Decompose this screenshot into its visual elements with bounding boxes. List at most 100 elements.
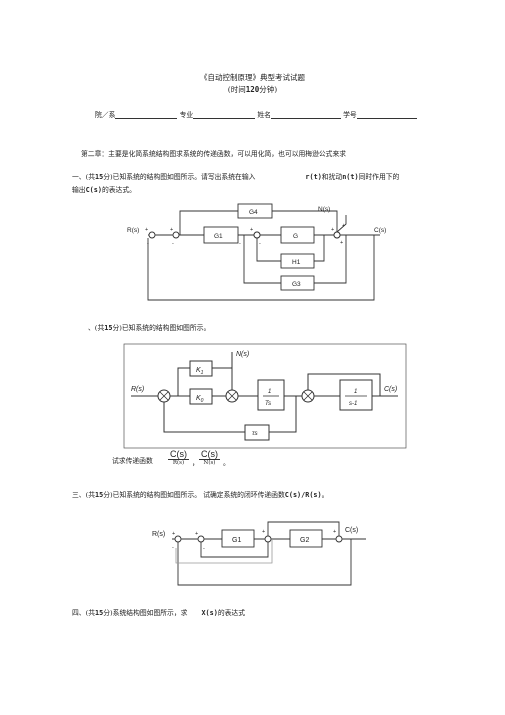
q2-output-label: C(s) xyxy=(384,386,397,393)
major-field xyxy=(193,110,256,119)
duration-suffix: 分钟) xyxy=(259,85,278,94)
q3-points: 15 xyxy=(95,491,104,499)
q2-block-ts xyxy=(257,379,285,411)
q1-output-label: C(s) xyxy=(374,227,386,234)
q2-end: 。 xyxy=(223,459,230,467)
q2-frac1-den: R(s) xyxy=(172,460,185,466)
q1-input-label: R(s) xyxy=(127,227,139,234)
q2-line1: 、(共15分)已知系统的结构图如图所示。 xyxy=(88,322,210,332)
q2-g2-num: 1 xyxy=(354,389,357,395)
q1-sign: + xyxy=(170,227,173,233)
q3-output-label: C(s) xyxy=(345,527,358,534)
q1-text-d: 输出 xyxy=(72,186,86,194)
q1-text-a: 分)已知系统的结构图如图所示。请写出系统在输入 xyxy=(103,173,256,181)
q2-ask-text: 试求传递函数 xyxy=(112,457,153,465)
q3-end: 。 xyxy=(321,491,329,499)
q2-g2-den: s-1 xyxy=(349,401,357,407)
q3-sign: + xyxy=(195,531,198,537)
q1-sign: + xyxy=(342,223,345,229)
q2-input-label: R(s) xyxy=(131,386,144,393)
q1-sign: - xyxy=(147,241,149,247)
exam-duration: (时间120分钟) xyxy=(0,84,505,95)
q4-symbol: X(s) xyxy=(201,609,218,617)
duration-value: 120 xyxy=(245,85,260,94)
q1-g1-text: G1 xyxy=(214,233,223,240)
q1-g3-text: G3 xyxy=(292,281,301,288)
exam-title: 《自动控制原理》典型考试试题 xyxy=(200,73,305,82)
q2-dist-label: N(s) xyxy=(236,351,249,358)
chapter-heading: 第二章：主要是化简系统结构图求系统的传递函数，可以用化简，也可以用梅逊公式来求 xyxy=(81,150,347,158)
q1-prefix: 一、(共 xyxy=(72,173,96,181)
q3-tf: C(s)/R(s) xyxy=(284,491,322,499)
q4-points: 15 xyxy=(95,609,104,617)
q1-text-c: 同时作用下的 xyxy=(358,173,400,181)
q3-text: 分)已知系统的结构图如图所示。 试确定系统的闭环传递函数 xyxy=(103,491,285,499)
info-line: 院／系 专业 姓名 学号 xyxy=(95,109,417,119)
q1-sum-1b xyxy=(172,231,180,239)
q2-g1-den: Ts xyxy=(265,401,271,407)
q3-sum-4 xyxy=(335,535,343,543)
q2-taus-label: τs xyxy=(252,430,258,437)
q3-sign: + xyxy=(262,529,265,535)
q3-input-label: R(s) xyxy=(152,531,165,538)
dept-field xyxy=(115,110,178,119)
q2-fraction-2: C(s) N(s) xyxy=(199,449,220,466)
q1-sign: - xyxy=(172,241,174,247)
q4-end: 的表达式 xyxy=(217,609,246,617)
q1-input-symbol: r(t) xyxy=(305,173,322,181)
q2-block-s1 xyxy=(339,379,373,411)
q2-fraction-1: C(s) R(s) xyxy=(168,449,189,466)
name-label: 姓名 xyxy=(257,111,271,119)
q3-sum-3 xyxy=(264,535,272,543)
q3-sign: + xyxy=(333,529,336,535)
q1-g-text: G xyxy=(293,233,298,240)
q1-sign: + xyxy=(250,227,253,233)
q1-sign: + xyxy=(145,227,148,233)
q1-text-b: 和扰动 xyxy=(321,173,343,181)
q2-frac1-num: C(s) xyxy=(168,449,189,460)
dept-label: 院／系 xyxy=(95,111,116,119)
id-field xyxy=(356,110,417,119)
q3-sum-2 xyxy=(197,535,205,543)
q2-prefix: 、(共 xyxy=(88,324,105,332)
q2-separator: ， xyxy=(192,459,199,467)
q2-text: 分)已知系统的结构图如图所示。 xyxy=(112,324,211,332)
q2-ask: 试求传递函数 xyxy=(112,455,153,465)
q1-text-e: 的表达式。 xyxy=(101,186,136,194)
q3-line: 三、(共15分)已知系统的结构图如图所示。 试确定系统的闭环传递函数C(s)/R… xyxy=(72,489,328,499)
q3-prefix: 三、(共 xyxy=(72,491,96,499)
q1-h1-text: H1 xyxy=(292,259,301,266)
q3-block-g1 xyxy=(221,529,255,548)
q4-prefix: 四、(共 xyxy=(72,609,96,617)
q1-line2: 输出C(s)的表达式。 xyxy=(72,184,136,194)
q1-sum-1 xyxy=(148,231,156,239)
q1-dist-label: N(s) xyxy=(318,206,330,213)
q2-frac2-den: N(s) xyxy=(203,460,216,466)
q3-g2-text: G2 xyxy=(300,537,309,544)
q3-g1-text: G1 xyxy=(232,537,241,544)
q3-sign: - xyxy=(203,546,205,552)
name-field xyxy=(270,110,341,119)
q2-k0-label: K0 xyxy=(196,395,204,404)
q3-sign: + xyxy=(172,531,175,537)
q2-frac2-num: C(s) xyxy=(199,449,220,460)
major-label: 专业 xyxy=(179,111,194,119)
q3-block-g2 xyxy=(289,529,323,548)
q1-sign: + xyxy=(340,240,343,246)
id-label: 学号 xyxy=(343,111,357,119)
q2-g1-num: 1 xyxy=(268,389,271,395)
q1-g4-text: G4 xyxy=(249,209,258,216)
q2-points: 15 xyxy=(104,324,113,332)
q1-dist-symbol: n(t) xyxy=(342,173,359,181)
duration-prefix: (时间 xyxy=(227,85,246,94)
q3-sum-1 xyxy=(174,535,182,543)
q1-sign: - xyxy=(239,241,241,247)
q2-k1-label: K1 xyxy=(196,367,204,376)
q1-output-symbol: C(s) xyxy=(85,186,102,194)
q1-sign: - xyxy=(259,241,261,247)
